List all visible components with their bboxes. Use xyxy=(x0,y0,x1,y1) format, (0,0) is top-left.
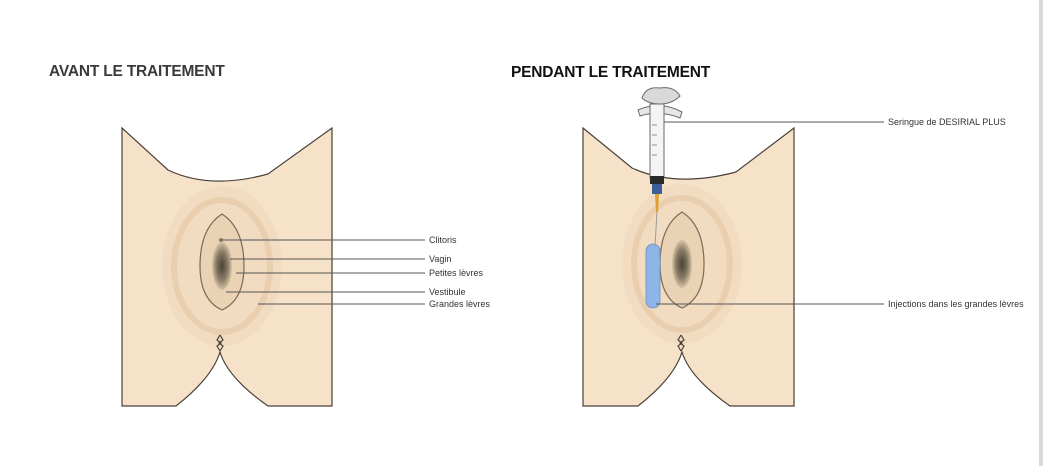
anus-mark-during xyxy=(677,334,685,352)
leader-lines-before xyxy=(222,239,425,305)
label-petites-levres: Petites lèvres xyxy=(429,268,484,278)
panel-title-before: AVANT LE TRAITEMENT xyxy=(49,63,225,80)
anus-mark-before xyxy=(216,334,224,352)
illustration-during xyxy=(582,87,795,407)
syringe-hub xyxy=(652,184,662,194)
syringe-needle xyxy=(655,194,659,212)
label-vestibule: Vestibule xyxy=(429,287,466,297)
grandes-levres-shape-before xyxy=(171,197,273,335)
syringe-barrel xyxy=(649,103,665,179)
label-grandes-levres: Grandes lèvres xyxy=(429,299,491,309)
syringe-graphic xyxy=(637,87,683,247)
label-injections: Injections dans les grandes lèvres xyxy=(888,299,1024,309)
grandes-levres-shape-during xyxy=(631,195,733,333)
syringe-plunger-cap xyxy=(641,87,681,105)
vagin-opening-before xyxy=(212,242,232,290)
label-clitoris: Clitoris xyxy=(429,235,457,245)
injected-gel xyxy=(645,243,661,309)
clitoris-mark-before xyxy=(219,238,223,242)
panel-title-during: PENDANT LE TRAITEMENT xyxy=(511,64,711,81)
label-syringe: Seringue de DESIRIAL PLUS xyxy=(888,117,1006,127)
illustration-before xyxy=(121,126,333,407)
vagin-opening-during xyxy=(672,240,692,288)
label-vagin: Vagin xyxy=(429,254,452,264)
right-edge-border xyxy=(1039,0,1043,466)
syringe-stopper xyxy=(650,176,664,184)
leader-lines-during xyxy=(656,121,884,305)
